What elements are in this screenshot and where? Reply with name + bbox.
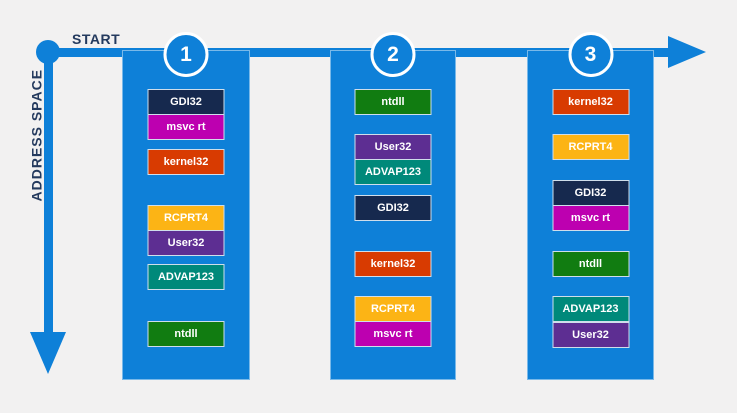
module-box-kernel32: kernel32 xyxy=(147,149,225,175)
start-label: START xyxy=(72,31,121,47)
module-box-kernel32: kernel32 xyxy=(552,89,629,115)
module-box-user32: User32 xyxy=(354,134,432,160)
module-box-advap123: ADVAP123 xyxy=(147,264,225,290)
module-box-user32: User32 xyxy=(147,230,225,256)
address-space-arrowhead-icon xyxy=(30,332,66,374)
module-box-advap123: ADVAP123 xyxy=(354,159,432,185)
module-box-msvc-rt: msvc rt xyxy=(354,321,432,347)
module-box-ntdll: ntdll xyxy=(552,251,629,277)
module-box-gdi32: GDI32 xyxy=(147,89,225,115)
step-number: 3 xyxy=(584,42,597,66)
step-badge-3: 3 xyxy=(568,32,613,77)
axis-origin-dot xyxy=(36,40,60,64)
module-box-ntdll: ntdll xyxy=(147,321,225,347)
module-box-rcprt4: RCPRT4 xyxy=(147,205,225,231)
module-box-gdi32: GDI32 xyxy=(552,180,629,206)
step-number: 2 xyxy=(387,42,399,66)
module-box-rcprt4: RCPRT4 xyxy=(354,296,432,322)
step-badge-2: 2 xyxy=(370,32,416,77)
address-space-axis-label: ADDRESS SPACE xyxy=(28,68,45,202)
step-badge-1: 1 xyxy=(163,32,209,77)
module-box-advap123: ADVAP123 xyxy=(552,296,629,322)
step-number: 1 xyxy=(180,42,192,66)
module-box-rcprt4: RCPRT4 xyxy=(552,134,629,160)
module-box-kernel32: kernel32 xyxy=(354,251,432,277)
module-box-gdi32: GDI32 xyxy=(354,195,432,221)
module-box-msvc-rt: msvc rt xyxy=(147,114,225,140)
module-box-msvc-rt: msvc rt xyxy=(552,205,629,231)
module-box-user32: User32 xyxy=(552,322,629,348)
address-space-axis-line xyxy=(44,48,53,332)
timeline-arrowhead-icon xyxy=(668,36,706,68)
module-box-ntdll: ntdll xyxy=(354,89,432,115)
